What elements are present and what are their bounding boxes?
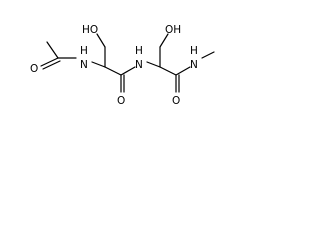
atom-oh-right: OH [165,24,181,36]
atom-h-left: H [80,45,88,57]
atom-o-amide-left: O [117,95,125,107]
atom-ho-left: HO [82,24,98,36]
bond-ch2-oh-left [96,33,106,48]
atom-labels: O H N HO H N O OH H N O [30,24,198,107]
bond-methyl-carbonyl [46,41,59,59]
chemical-structure: O H N HO H N O OH H N O [30,24,215,107]
bond-carbonyl2-n-right [175,66,191,76]
atom-h-right: H [190,45,198,57]
atom-o-acetyl: O [30,63,38,75]
bond-calpha1-carbonyl [104,66,122,76]
bond-carbonyl-n-mid [120,66,136,76]
atom-n-right: N [190,59,198,71]
atom-n-left: N [80,59,88,71]
bond-calpha2-carbonyl2 [159,66,177,76]
bond-acetyl-co-b [42,60,61,70]
atom-h-mid: H [135,45,143,57]
atom-n-mid: N [135,59,143,71]
bond-acetyl-co-a [40,57,59,67]
bond-n-right-methyl [201,51,215,59]
bond-ch2-oh-right [159,33,169,48]
bond-n-calpha1 [91,61,106,68]
bond-n-mid-calpha2 [146,61,161,68]
atom-o-amide-right: O [172,95,180,107]
bonds [40,33,215,93]
